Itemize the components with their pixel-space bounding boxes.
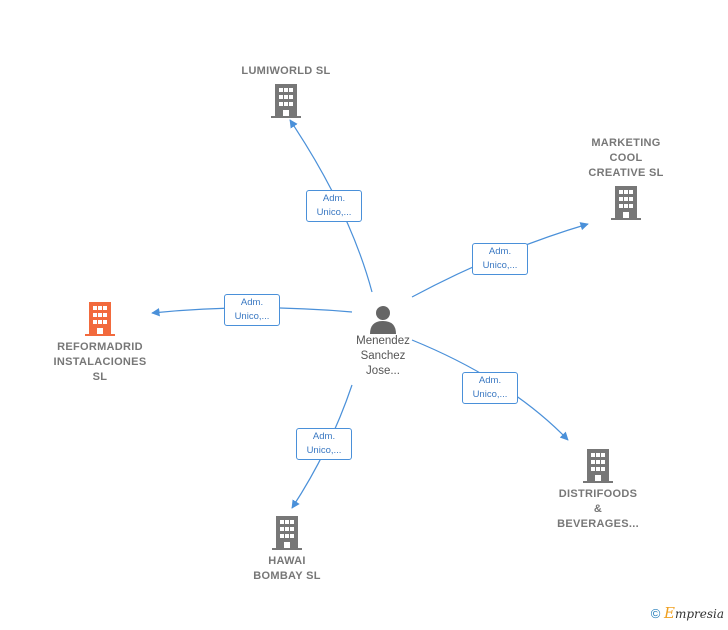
building-icon <box>85 302 115 336</box>
company-node-hawai[interactable]: HAWAI BOMBAY SL <box>232 516 342 584</box>
relation-label-hawai[interactable]: Adm. Unico,... <box>296 428 352 460</box>
building-icon <box>611 186 641 220</box>
person-icon <box>370 306 396 334</box>
building-icon <box>272 516 302 550</box>
company-node-marketing[interactable]: MARKETING COOL CREATIVE SL <box>570 136 682 220</box>
company-name: LUMIWORLD SL <box>241 65 331 77</box>
company-name: DISTRIFOODS & BEVERAGES... <box>557 488 639 530</box>
footer-copyright: © Empresia <box>651 604 724 622</box>
company-node-lumiworld[interactable]: LUMIWORLD SL <box>220 64 352 118</box>
copyright-icon: © <box>650 606 661 621</box>
relation-label-lumiworld[interactable]: Adm. Unico,... <box>306 190 362 222</box>
relation-label-distrifoods[interactable]: Adm. Unico,... <box>462 372 518 404</box>
person-name: Menendez Sanchez Jose... <box>356 335 410 377</box>
brand-logo: Empresia <box>663 604 724 622</box>
company-node-distrifoods[interactable]: DISTRIFOODS & BEVERAGES... <box>540 449 656 532</box>
relation-label-reformadrid[interactable]: Adm. Unico,... <box>224 294 280 326</box>
company-name: HAWAI BOMBAY SL <box>253 555 321 582</box>
building-icon <box>583 449 613 483</box>
company-name: REFORMADRID INSTALACIONES SL <box>53 341 147 383</box>
company-node-reformadrid[interactable]: REFORMADRID INSTALACIONES SL <box>38 302 162 385</box>
person-node-center[interactable]: Menendez Sanchez Jose... <box>330 304 436 379</box>
company-name: MARKETING COOL CREATIVE SL <box>588 137 664 179</box>
relation-label-marketing[interactable]: Adm. Unico,... <box>472 243 528 275</box>
building-icon <box>271 84 301 118</box>
